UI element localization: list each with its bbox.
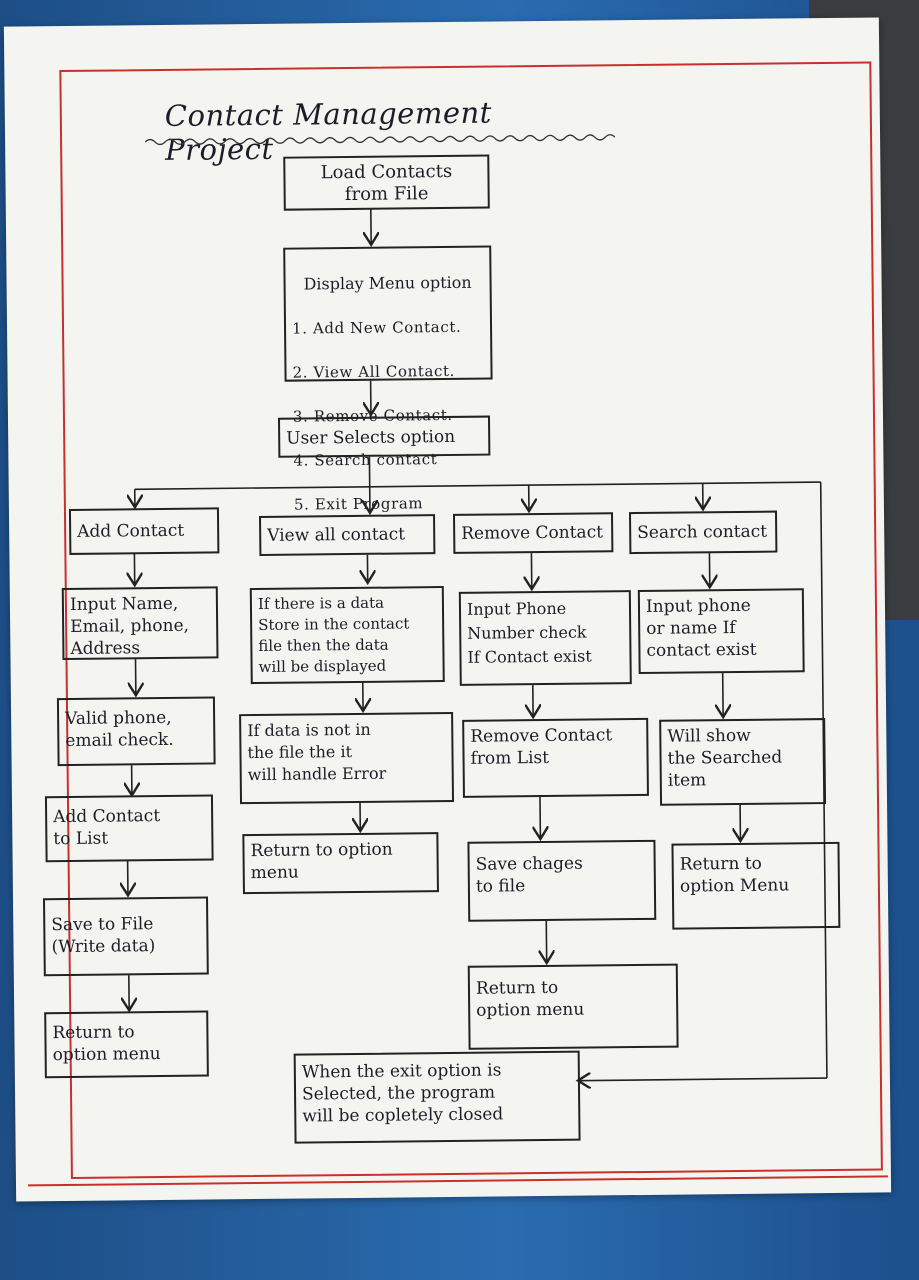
search-show-step: Will show the Searched item — [659, 718, 827, 806]
user-selects-box: User Selects option — [277, 415, 491, 458]
add-validate-step: Valid phone, email check. — [56, 696, 216, 767]
remove-from-list-step: Remove Contact from List — [462, 717, 649, 798]
view-contact-title: View all contact — [259, 514, 436, 556]
paper-sheet: Contact Management Project — [3, 17, 892, 1202]
exit-program-box: When the exit option is Selected, the pr… — [293, 1050, 581, 1144]
view-display-step: If there is a data Store in the contact … — [249, 586, 445, 685]
display-menu-box: Display Menu option 1. Add New Contact. … — [283, 245, 493, 514]
search-contact-title: Search contact — [628, 510, 778, 555]
remove-contact-title: Remove Contact — [452, 512, 614, 554]
view-return-step: Return to option menu — [242, 832, 439, 895]
menu-item-add: 1. Add New Contact. — [291, 317, 462, 338]
remove-input-step: Input Phone Number check If Contact exis… — [458, 590, 632, 686]
menu-item-exit: 5. Exit Program — [293, 494, 424, 514]
remove-save-step: Save chages to file — [467, 839, 657, 922]
menu-heading: Display Menu option — [303, 272, 472, 294]
search-input-step: Input phone or name If contact exist — [637, 588, 805, 675]
add-input-step: Input Name, Email, phone, Address — [61, 586, 219, 661]
add-contact-title: Add Contact — [68, 507, 220, 555]
view-error-step: If data is not in the file the it will h… — [239, 711, 455, 805]
add-save-step: Save to File (Write data) — [43, 896, 209, 977]
load-contacts-box: Load Contacts from File — [283, 154, 490, 211]
add-to-list-step: Add Contact to List — [44, 794, 214, 863]
search-return-step: Return to option Menu — [671, 841, 841, 930]
add-return-step: Return to option menu — [44, 1010, 209, 1079]
flow-connectors — [4, 208, 828, 1201]
title-underline — [145, 134, 616, 146]
remove-return-step: Return to option menu — [467, 963, 679, 1050]
menu-item-view: 2. View All Contact. — [292, 361, 456, 382]
